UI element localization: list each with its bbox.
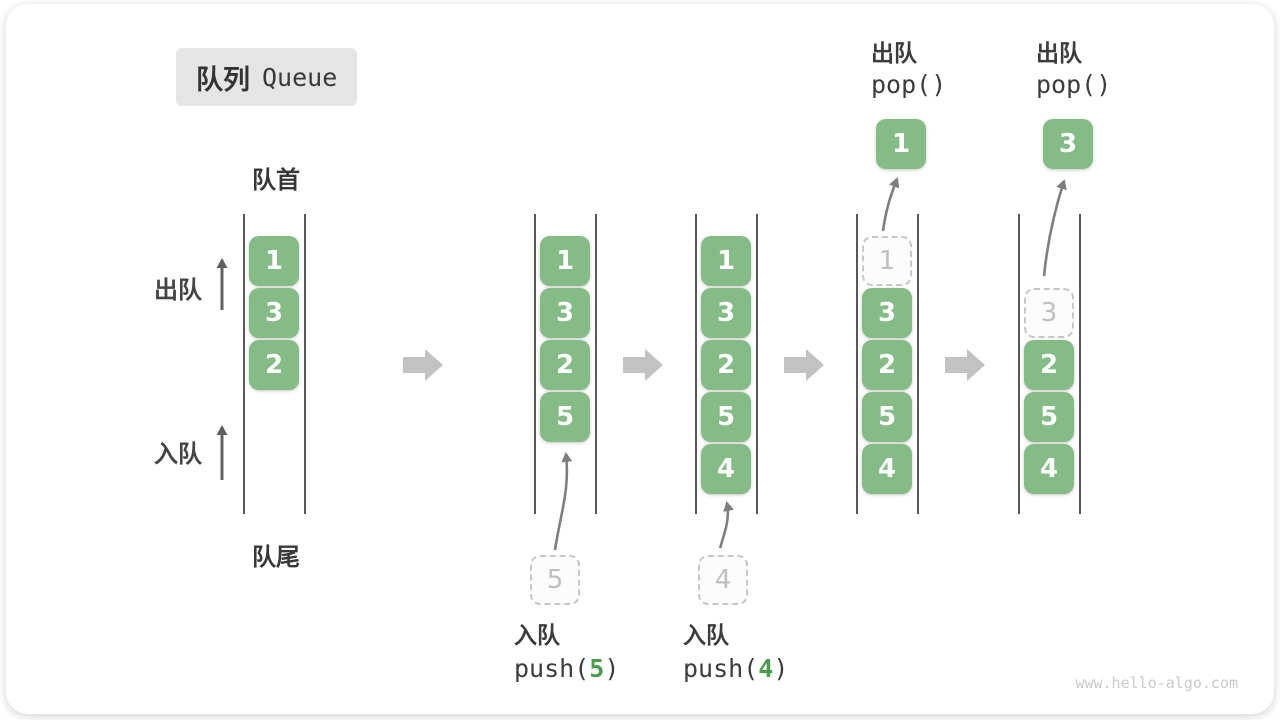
figure-card: 队列 Queue 队首 队尾 出队 入队 (6, 4, 1274, 714)
code-post: ) (1096, 70, 1112, 99)
queue-wall-right (917, 214, 919, 514)
push5-arrow-icon (553, 452, 573, 551)
queue-cell: 2 (1024, 340, 1074, 390)
queue-cell: 2 (540, 340, 590, 390)
queue-wall-left (856, 214, 858, 514)
code-post: ) (773, 654, 789, 683)
queue-cell: 3 (540, 288, 590, 338)
side-dequeue-label: 出队 (154, 277, 202, 304)
pop-code-label: pop() (1036, 70, 1111, 99)
queue-cell: 2 (701, 340, 751, 390)
code-post: ) (604, 654, 620, 683)
popped-cell: 1 (876, 119, 926, 169)
queue-cell-dashed: 1 (862, 236, 912, 286)
queue-cell-dashed: 3 (1024, 288, 1074, 338)
watermark: www.hello-algo.com (1075, 674, 1238, 692)
queue-rear-label: 队尾 (252, 544, 300, 571)
queue-cell: 5 (701, 392, 751, 442)
staging-cell: 5 (530, 555, 580, 605)
queue-cell: 2 (862, 340, 912, 390)
dequeue-op-label: 出队 (1036, 40, 1082, 66)
code-pre: pop( (1036, 70, 1097, 99)
queue-cell: 1 (540, 236, 590, 286)
code-arg: 5 (589, 654, 605, 683)
queue-cell: 1 (701, 236, 751, 286)
code-post: ) (931, 70, 947, 99)
queue-wall-left (695, 214, 697, 514)
queue-cell: 5 (862, 392, 912, 442)
code-pre: pop( (871, 70, 932, 99)
push-code-label: push(5) (514, 654, 619, 683)
queue-cell: 2 (249, 340, 299, 390)
popped-cell: 3 (1043, 119, 1093, 169)
queue-wall-right (595, 214, 597, 514)
pop3-arrow-icon (1042, 179, 1067, 277)
block-arrow-icon (623, 349, 663, 381)
queue-front-label: 队首 (252, 167, 300, 194)
side-enqueue-label: 入队 (154, 441, 202, 468)
queue-wall-left (1018, 214, 1020, 514)
queue-cell: 4 (701, 444, 751, 494)
queue-wall-left (534, 214, 536, 514)
queue-cell: 3 (249, 288, 299, 338)
staging-cell: 4 (698, 555, 748, 605)
queue-cell: 3 (862, 288, 912, 338)
block-arrow-icon (403, 349, 443, 381)
push-code-label: push(4) (683, 654, 788, 683)
pop1-arrow-icon (881, 177, 900, 232)
queue-wall-right (756, 214, 758, 514)
enqueue-op-label: 入队 (683, 622, 729, 648)
queue-wall-right (1079, 214, 1081, 514)
title-en-label: Queue (262, 62, 338, 92)
code-pre: push( (683, 654, 759, 683)
queue-cell: 5 (540, 392, 590, 442)
queue-wall-left (243, 214, 245, 514)
title-box: 队列 Queue (176, 48, 358, 106)
queue-cell: 3 (701, 288, 751, 338)
block-arrow-icon (945, 349, 985, 381)
code-pre: push( (514, 654, 590, 683)
code-arg: 4 (758, 654, 774, 683)
dequeue-op-label: 出队 (871, 40, 917, 66)
block-arrow-icon (784, 349, 824, 381)
queue-cell: 1 (249, 236, 299, 286)
queue-cell: 4 (1024, 444, 1074, 494)
queue-cell: 4 (862, 444, 912, 494)
push4-arrow-icon (718, 501, 734, 549)
enqueue-op-label: 入队 (514, 622, 560, 648)
queue-wall-right (304, 214, 306, 514)
title-zh-label: 队列 (196, 64, 250, 95)
pop-code-label: pop() (871, 70, 946, 99)
queue-cell: 5 (1024, 392, 1074, 442)
